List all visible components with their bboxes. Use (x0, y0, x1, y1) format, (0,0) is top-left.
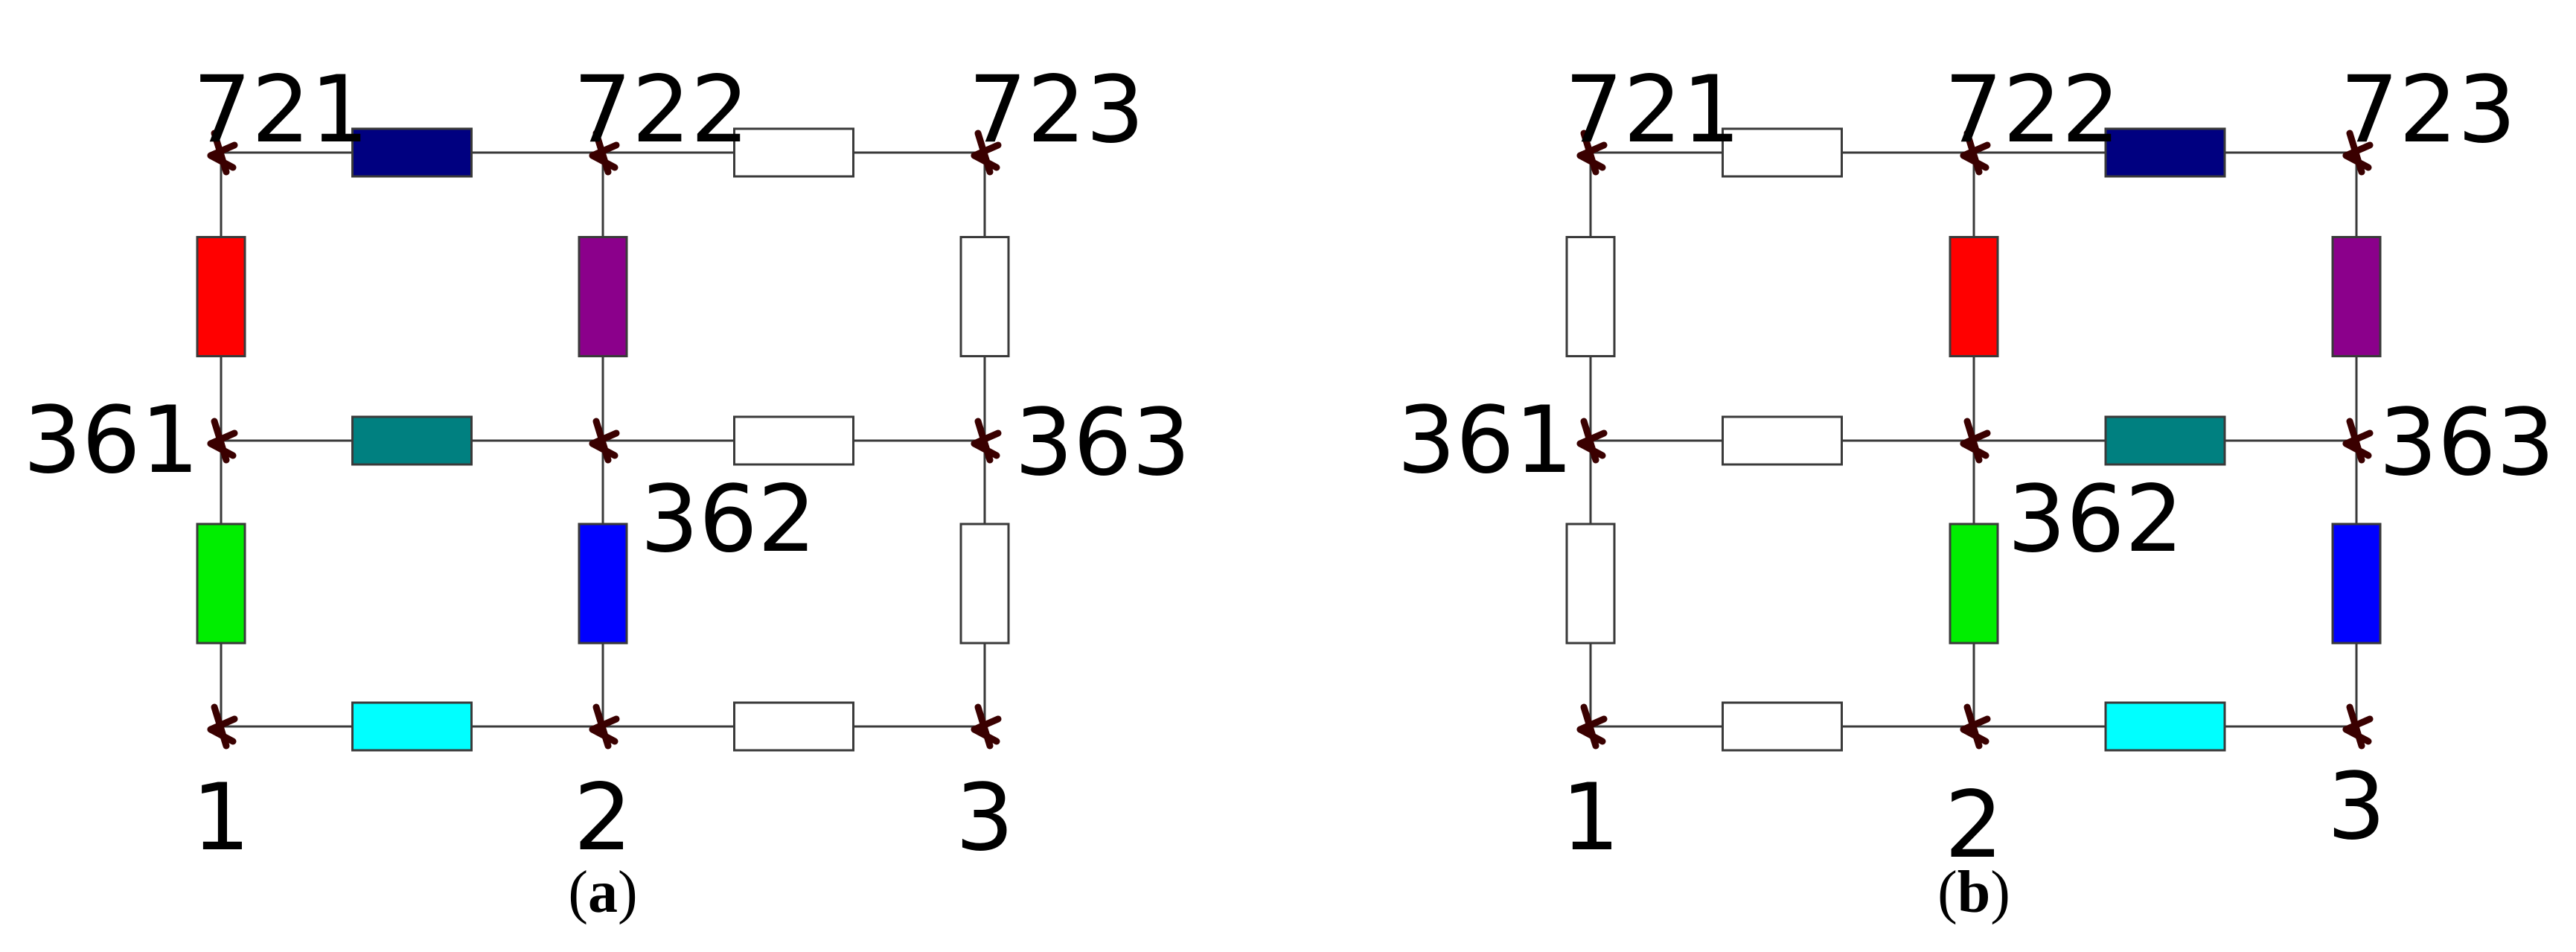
branch-element-h-721-722 (351, 127, 473, 178)
panel-caption-b: (b) (1937, 860, 2010, 925)
node-label-361: 361 (1397, 387, 1573, 494)
node-marker-361 (207, 418, 238, 464)
caption-letter: b (1957, 860, 1991, 925)
caption-letter: a (588, 860, 618, 925)
node-label-722: 722 (573, 57, 750, 164)
node-marker-363 (971, 418, 1002, 464)
panel-a: 721 722 723 361 362 363 1 2 3 (a) (23, 57, 1191, 925)
branch-element-h-361-362 (1722, 415, 1843, 466)
node-marker-2 (1960, 703, 1991, 750)
node-label-363: 363 (1014, 389, 1191, 496)
node-marker-721 (1576, 130, 1608, 176)
branch-element-v-362-2 (578, 523, 628, 645)
node-marker-361 (1576, 418, 1608, 464)
node-label-721: 721 (1565, 57, 1741, 164)
node-marker-721 (207, 130, 238, 176)
caption-open-paren: ( (1937, 860, 1957, 925)
branch-element-h-2-3 (733, 701, 854, 752)
branch-element-v-721-361 (1565, 236, 1616, 357)
node-marker-363 (2342, 418, 2374, 464)
node-marker-3 (971, 703, 1002, 750)
branch-element-h-1-2 (351, 701, 473, 752)
branch-element-v-362-2 (1949, 523, 1999, 645)
node-marker-2 (589, 703, 620, 750)
branch-element-v-721-361 (196, 236, 246, 357)
branch-element-v-363-3 (959, 523, 1010, 645)
branch-element-h-362-363 (733, 415, 854, 466)
node-label-3: 3 (2327, 753, 2386, 860)
node-marker-723 (971, 130, 1002, 176)
node-label-2: 2 (574, 764, 633, 872)
node-label-362: 362 (2007, 466, 2184, 573)
branch-element-h-722-723 (2104, 127, 2226, 178)
branch-element-h-721-722 (1722, 127, 1843, 178)
node-label-1: 1 (1562, 764, 1620, 872)
branch-element-h-362-363 (2104, 415, 2226, 466)
node-label-723: 723 (2340, 57, 2516, 164)
node-label-2: 2 (1945, 772, 2004, 879)
node-label-1: 1 (192, 764, 251, 872)
branch-element-v-361-1 (1565, 523, 1616, 645)
node-marker-722 (589, 130, 620, 176)
branch-element-h-2-3 (2104, 701, 2226, 752)
panel-caption-a: (a) (568, 860, 637, 925)
panel-b: 721 722 723 361 362 363 1 2 3 (b) (1397, 57, 2555, 925)
node-marker-1 (207, 703, 238, 750)
branch-element-h-722-723 (733, 127, 854, 178)
node-label-723: 723 (968, 57, 1145, 164)
caption-close-paren: ) (618, 860, 638, 925)
caption-close-paren: ) (1990, 860, 2010, 925)
node-label-361: 361 (23, 387, 199, 494)
node-label-721: 721 (193, 57, 369, 164)
node-label-3: 3 (956, 764, 1014, 872)
node-marker-362 (589, 418, 620, 464)
branch-element-h-1-2 (1722, 701, 1843, 752)
node-marker-723 (2342, 130, 2374, 176)
node-label-362: 362 (640, 466, 816, 573)
caption-open-paren: ( (568, 860, 588, 925)
branch-element-v-722-362 (1949, 236, 1999, 357)
node-marker-722 (1960, 130, 1991, 176)
branch-element-v-722-362 (578, 236, 628, 357)
branch-element-v-361-1 (196, 523, 246, 645)
node-label-363: 363 (2379, 389, 2555, 496)
node-marker-1 (1576, 703, 1608, 750)
branch-element-h-361-362 (351, 415, 473, 466)
node-label-722: 722 (1944, 57, 2120, 164)
branch-element-v-723-363 (959, 236, 1010, 357)
branch-element-v-363-3 (2331, 523, 2382, 645)
node-marker-362 (1960, 418, 1991, 464)
branch-element-v-723-363 (2331, 236, 2382, 357)
node-marker-3 (2342, 703, 2374, 750)
